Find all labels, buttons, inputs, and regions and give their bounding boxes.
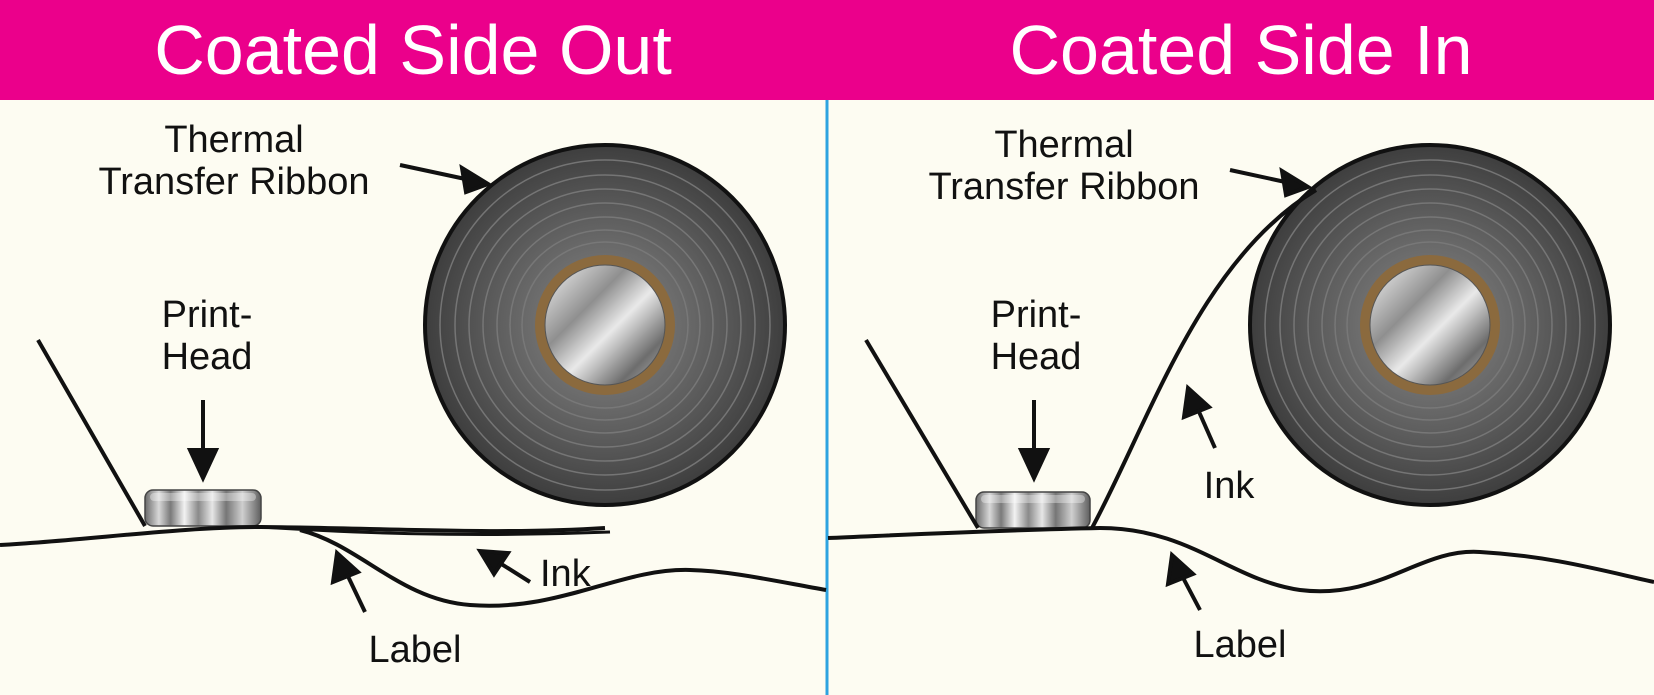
left-panel-title: Coated Side Out bbox=[154, 11, 672, 89]
right-panel-title: Coated Side In bbox=[1009, 11, 1473, 89]
right-ribbon-feed bbox=[864, 338, 980, 530]
left-ink-path bbox=[260, 525, 611, 537]
left-arrows bbox=[186, 163, 532, 613]
right-panel: Thermal Transfer Ribbon Print- Head Ink … bbox=[827, 124, 1654, 666]
left-ink-label: Ink bbox=[540, 553, 592, 595]
left-label-path bbox=[299, 528, 827, 608]
right-printhead-label-line2: Head bbox=[991, 336, 1082, 378]
right-ribbon-label-line2: Transfer Ribbon bbox=[928, 166, 1199, 208]
right-label-path bbox=[827, 525, 1654, 594]
right-ribbon-path bbox=[1090, 188, 1318, 529]
left-ribbon-roll bbox=[423, 143, 787, 507]
left-ribbon-label-line2: Transfer Ribbon bbox=[98, 161, 369, 203]
left-ribbon-feed bbox=[36, 339, 147, 527]
right-label-label: Label bbox=[1194, 624, 1287, 666]
right-arrows bbox=[1017, 166, 1313, 611]
right-printhead-label-line1: Print- bbox=[991, 294, 1082, 336]
right-ribbon-roll bbox=[1248, 143, 1612, 507]
left-printhead bbox=[144, 489, 262, 527]
header-bar: Coated Side Out Coated Side In bbox=[0, 0, 1654, 100]
right-printhead bbox=[975, 491, 1091, 529]
right-ink-label: Ink bbox=[1204, 465, 1256, 507]
left-ribbon-label-line1: Thermal bbox=[164, 119, 303, 161]
left-printhead-label-line1: Print- bbox=[162, 294, 253, 336]
left-label-label: Label bbox=[369, 629, 462, 671]
left-printhead-label-line2: Head bbox=[162, 336, 253, 378]
right-ribbon-label-line1: Thermal bbox=[994, 124, 1133, 166]
left-panel: Thermal Transfer Ribbon Print- Head Ink … bbox=[0, 119, 827, 671]
